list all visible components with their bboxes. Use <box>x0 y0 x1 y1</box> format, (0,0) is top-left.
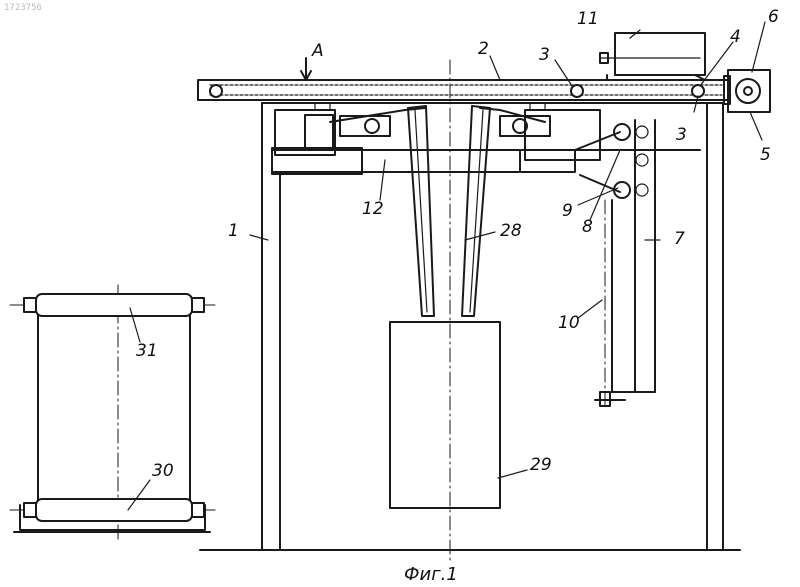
label-7: 7 <box>674 229 685 249</box>
label-3-right: 3 <box>676 125 687 145</box>
label-12: 12 <box>362 199 384 219</box>
jaw-left <box>408 106 434 316</box>
label-9: 9 <box>562 201 573 221</box>
frame <box>262 103 723 550</box>
label-5: 5 <box>760 145 771 165</box>
label-2: 2 <box>478 39 489 59</box>
label-8: 8 <box>582 217 593 237</box>
label-28: 28 <box>500 221 522 241</box>
label-31: 31 <box>136 341 158 361</box>
rod-10 <box>595 200 625 410</box>
label-10: 10 <box>558 313 580 333</box>
label-3-left: 3 <box>539 45 550 65</box>
drive-unit <box>724 70 770 112</box>
roller-left <box>210 85 222 97</box>
jaw-right <box>462 106 490 316</box>
block-11 <box>600 33 705 80</box>
conveyor-belt <box>198 80 728 100</box>
label-4: 4 <box>730 27 741 47</box>
label-1: 1 <box>228 221 239 241</box>
stack-29 <box>390 322 500 508</box>
roller-4 <box>692 85 704 97</box>
carriage-right <box>480 103 600 172</box>
label-arrow-a: A <box>311 41 324 61</box>
figure-caption: Фиг.1 <box>404 564 458 585</box>
label-30: 30 <box>152 461 174 481</box>
roller-3 <box>571 85 583 97</box>
label-6: 6 <box>768 7 779 27</box>
view-arrow <box>301 58 311 80</box>
label-11: 11 <box>577 9 599 29</box>
label-29: 29 <box>530 455 552 475</box>
corner-id: 1723756 <box>4 3 42 13</box>
roll-stand <box>10 285 215 540</box>
